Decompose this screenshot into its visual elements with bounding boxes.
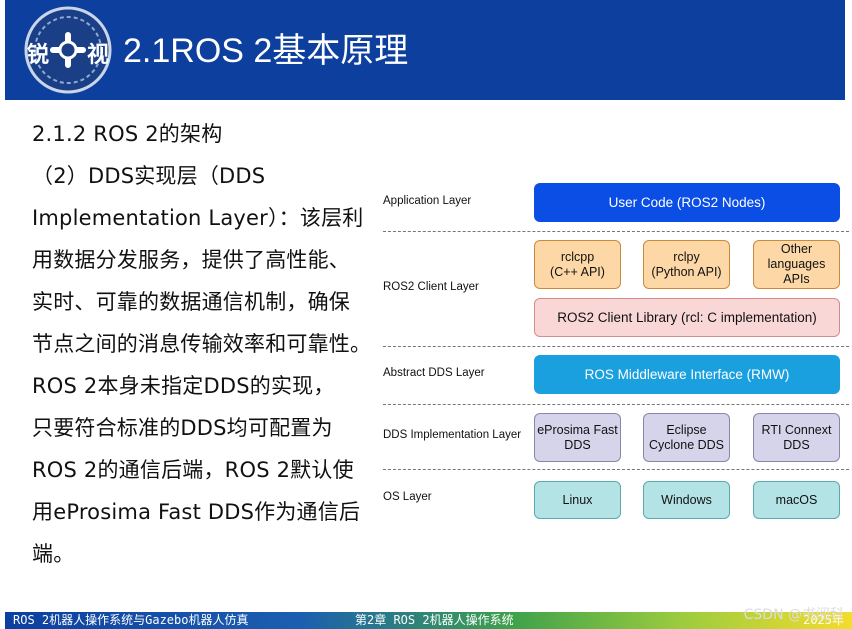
text-line: Implementation Layer）：该层利 [32, 206, 364, 230]
text-line: （2）DDS实现层（DDS [32, 164, 266, 188]
windows-box: Windows [643, 481, 730, 519]
layer-separator [383, 404, 849, 405]
slide-header: 锐 视 2.1ROS 2基本原理 [5, 0, 845, 100]
layer-label-os: OS Layer [383, 491, 432, 503]
rmw-box: ROS Middleware Interface (RMW) [534, 355, 840, 394]
layer-label-dds-implementation: DDS Implementation Layer [383, 429, 522, 441]
text-line: 用eProsima Fast DDS作为通信后 [32, 500, 361, 524]
footer-chapter: 第2章 ROS 2机器人操作系统 [355, 613, 514, 627]
body-text: 2.1.2 ROS 2的架构 （2）DDS实现层（DDS Implementat… [32, 113, 392, 575]
macos-box: macOS [753, 481, 840, 519]
connext-dds-box: RTI Connext DDS [753, 413, 840, 462]
text-line: 只要符合标准的DDS均可配置为 [32, 416, 333, 440]
rclcpp-box: rclcpp (C++ API) [534, 240, 621, 289]
text-line: ROS 2本身未指定DDS的实现， [32, 374, 335, 398]
layer-separator [383, 469, 849, 470]
logo-char-left: 锐 [27, 42, 49, 68]
section-heading: 2.1.2 ROS 2的架构 [32, 122, 223, 146]
slide-footer: ROS 2机器人操作系统与Gazebo机器人仿真 第2章 ROS 2机器人操作系… [5, 612, 852, 629]
fast-dds-box: eProsima Fast DDS [534, 413, 621, 462]
text-line: 实时、可靠的数据通信机制，确保 [32, 290, 350, 314]
cyclone-dds-box: Eclipse Cyclone DDS [643, 413, 730, 462]
logo-char-right: 视 [87, 42, 109, 68]
text-line: ROS 2的通信后端，ROS 2默认使 [32, 458, 354, 482]
logo-emblem-icon: 锐 视 [24, 6, 112, 94]
footer-book-title: ROS 2机器人操作系统与Gazebo机器人仿真 [13, 613, 249, 627]
slide-title: 2.1ROS 2基本原理 [123, 32, 409, 70]
layer-separator [383, 346, 849, 347]
watermark: CSDN @书阅科 [743, 607, 844, 623]
layer-label-abstract-dds: Abstract DDS Layer [383, 367, 485, 379]
layer-label-client: ROS2 Client Layer [383, 281, 479, 293]
other-languages-apis-box: Other languages APIs [753, 240, 840, 289]
layer-separator [383, 231, 849, 232]
text-line: 端。 [32, 542, 75, 566]
user-code-box: User Code (ROS2 Nodes) [534, 183, 840, 222]
rclpy-box: rclpy (Python API) [643, 240, 730, 289]
footer-year: 2025年 [803, 613, 844, 627]
rcl-box: ROS2 Client Library (rcl: C implementati… [534, 298, 840, 337]
linux-box: Linux [534, 481, 621, 519]
layer-label-application: Application Layer [383, 195, 472, 207]
text-line: 节点之间的消息传输效率和可靠性。 [32, 332, 372, 356]
logo: 锐 视 [13, 4, 123, 96]
text-line: 用数据分发服务，提供了高性能、 [32, 248, 350, 272]
